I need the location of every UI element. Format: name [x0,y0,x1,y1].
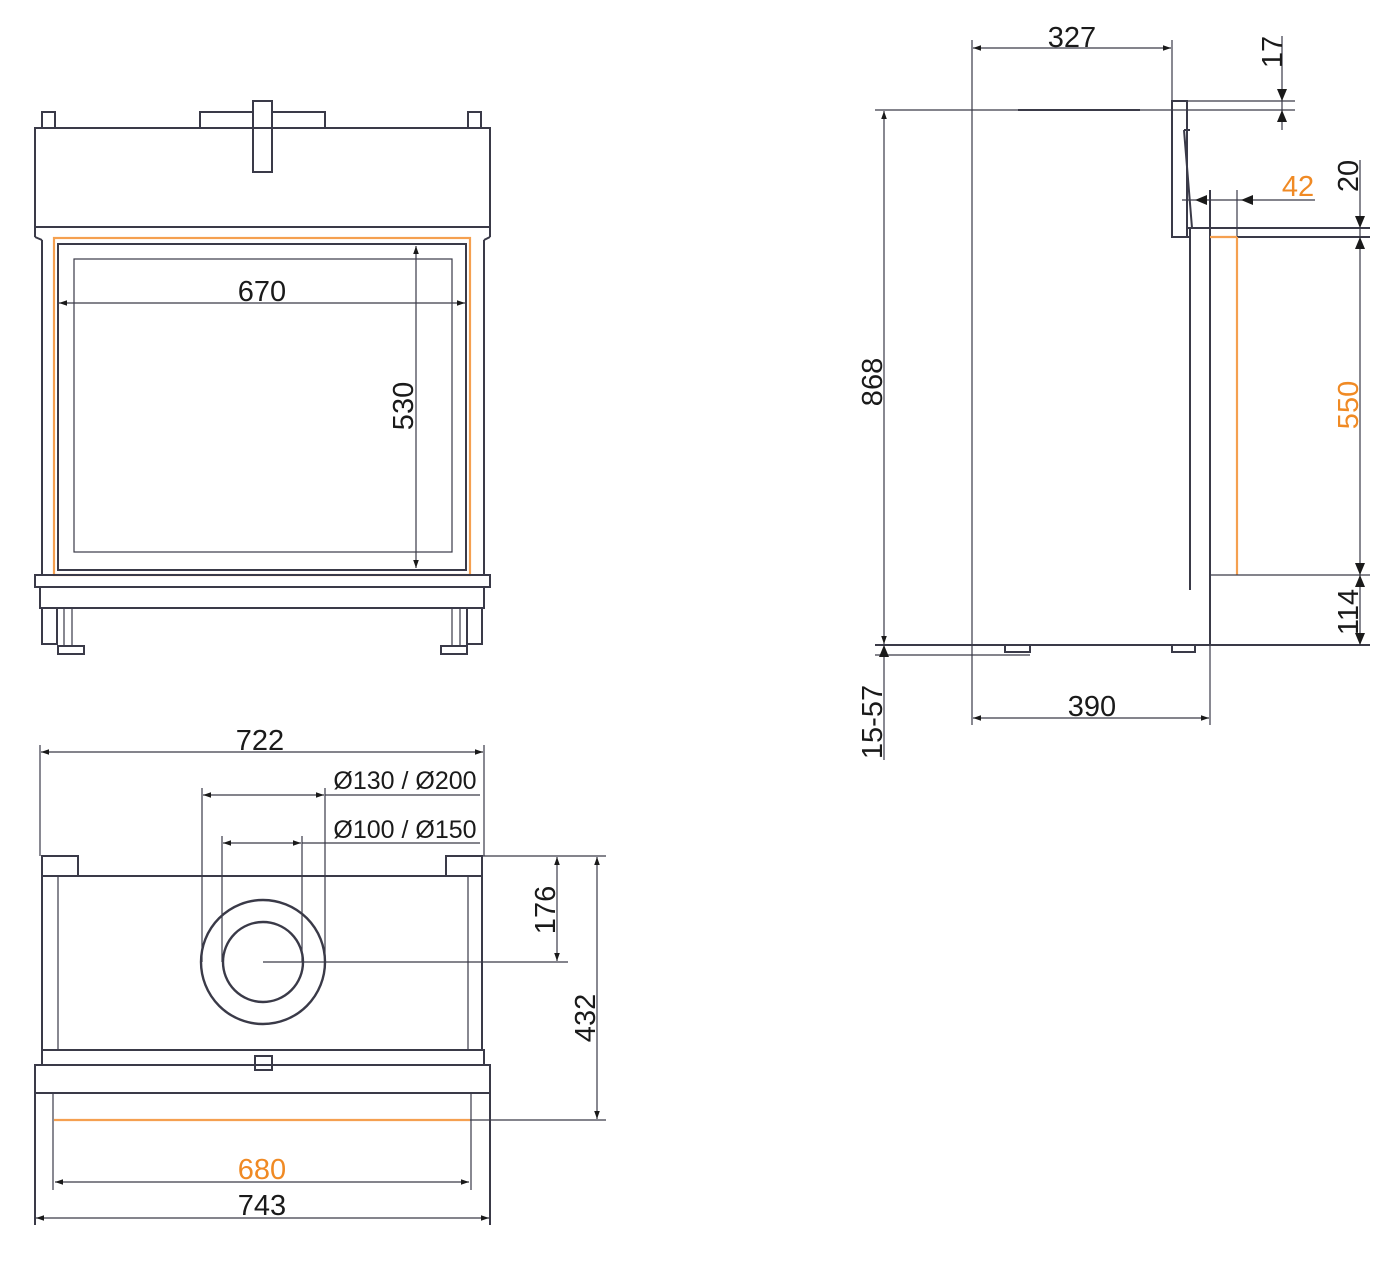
dim-680: 680 [238,1154,286,1186]
dim-743: 743 [238,1190,286,1222]
dim-550: 550 [1333,381,1365,429]
side-view: 327 868 15-57 390 17 42 [857,22,1370,760]
dim-670: 670 [238,276,286,308]
dim-17: 17 [1257,36,1289,68]
dim-722: 722 [236,725,284,757]
dim-176: 176 [530,886,562,934]
front-view: 670 530 [34,100,491,655]
dim-flue-outer: Ø130 / Ø200 [333,767,476,795]
dim-flue-inner: Ø100 / Ø150 [333,816,476,844]
top-view: 722 Ø130 / Ø200 Ø100 / Ø150 176 432 680 [34,725,606,1225]
dim-20: 20 [1333,160,1365,192]
dim-868: 868 [857,358,889,406]
dim-432: 432 [570,994,602,1042]
dim-15-57: 15-57 [857,685,889,759]
dim-42: 42 [1282,171,1314,203]
dim-114: 114 [1333,589,1365,635]
dim-327: 327 [1048,22,1096,54]
dim-530: 530 [388,382,420,430]
dim-390: 390 [1068,691,1116,723]
